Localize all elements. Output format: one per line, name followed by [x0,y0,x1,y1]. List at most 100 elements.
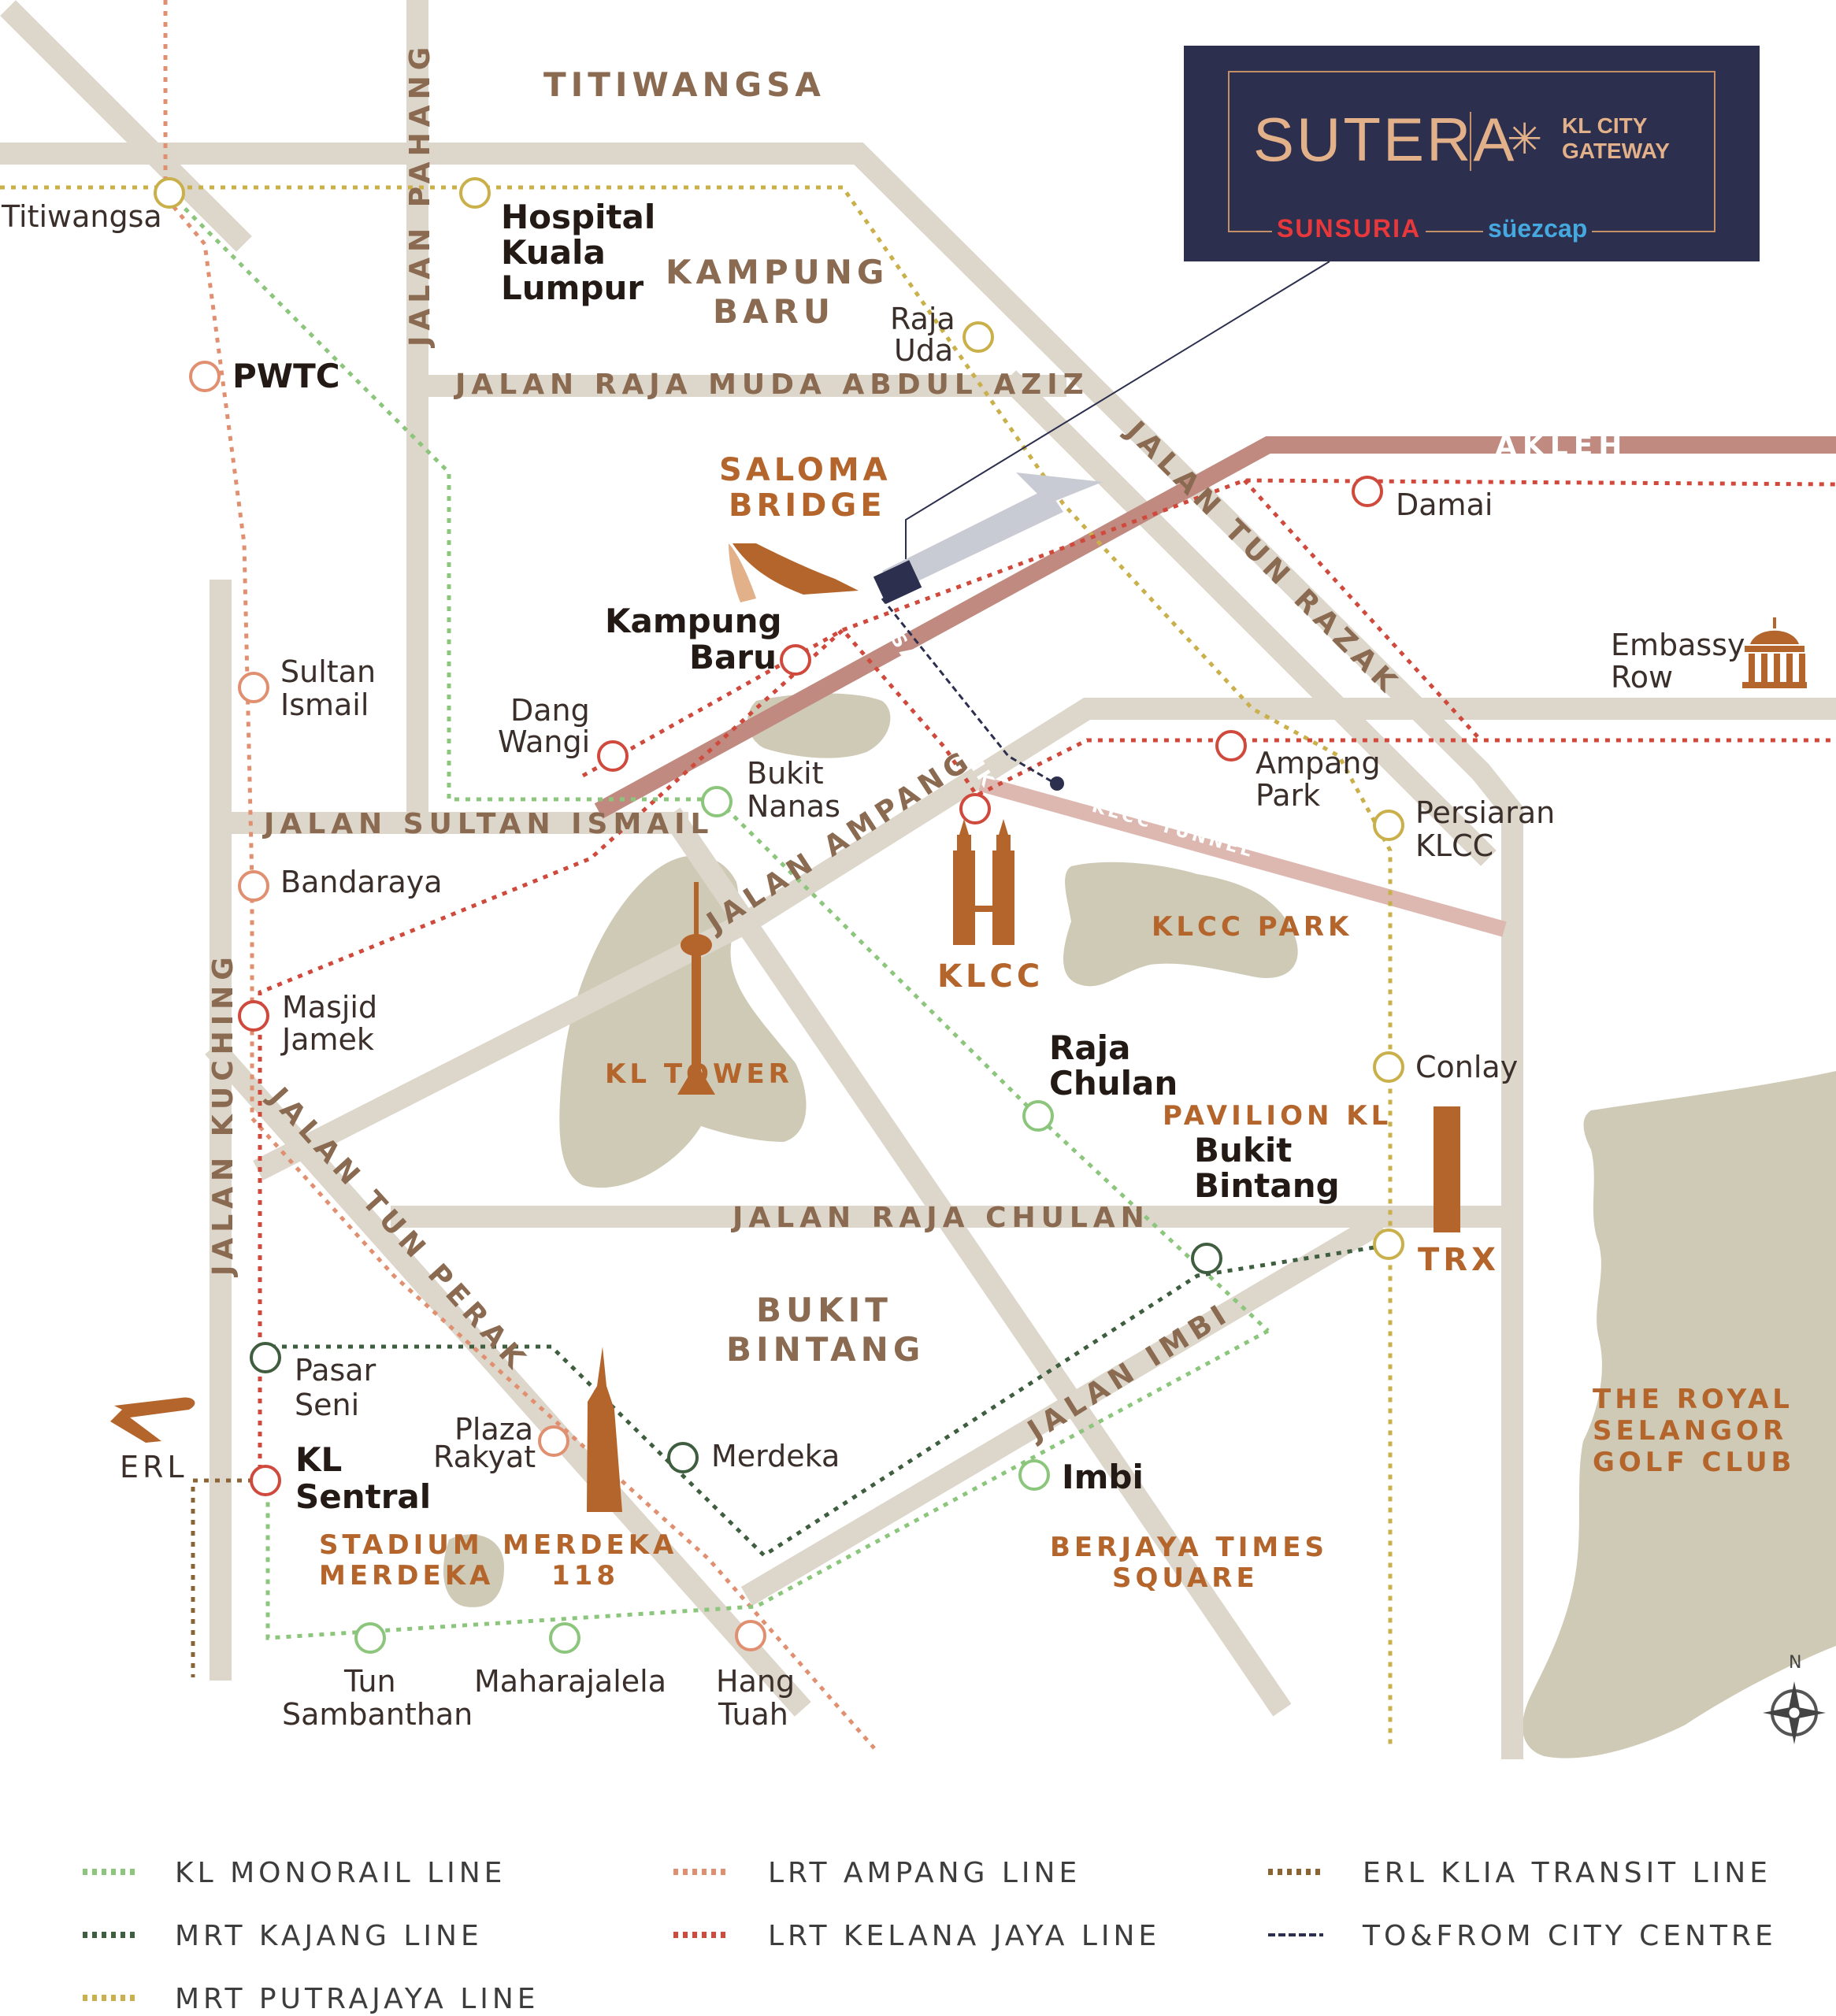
label-raja-chulan-1: Raja [1049,1028,1130,1067]
area-kampung-baru-2: BARU [713,292,835,331]
road-jalan-ampang [253,698,1836,1180]
road-akleh [594,436,1836,819]
line-lrt-kelana-jaya-3 [1243,479,1482,742]
road-klcc-tunnel [978,776,1507,937]
label-bandaraya: Bandaraya [280,865,443,899]
line-mrt-putrajaya [0,185,1393,1748]
label-sultan-ismail-2: Ismail [280,687,369,722]
landmark-kl-tower: KL TOWER [605,1058,793,1090]
label-dang-wangi-2: Wangi [498,724,590,759]
station-bukit-bintang-icon [1191,1243,1222,1274]
road-top-horizontal [0,143,1523,1759]
station-klcc-icon [959,793,991,825]
label-hang-tuah-2: Tuah [718,1697,788,1732]
road-jalan-imbi [740,1213,1386,1606]
road-tun-razak [1000,370,1497,866]
station-kl-sentral-icon [250,1465,281,1496]
area-kampung-baru-1: KAMPUNG [666,253,888,291]
legend-label-erl: ERL KLIA TRANSIT LINE [1363,1857,1771,1889]
station-conlay-icon [1373,1051,1404,1083]
label-merdeka: Merdeka [711,1439,840,1473]
landmark-merdeka118-1: MERDEKA [503,1529,677,1561]
rail-lines [0,0,1836,1750]
area-titiwangsa: TITIWANGSA [543,65,825,104]
legend-label-putrajaya: MRT PUTRAJAYA LINE [175,1983,540,2015]
label-dang-wangi-1: Dang [510,693,590,728]
road-label-raja-chulan: JALAN RAJA CHULAN [730,1202,1150,1234]
label-hospital-2: Kuala [501,233,606,272]
brand-subtitle-1: KL CITY [1562,113,1648,138]
label-plaza-rakyat-1: Plaza [454,1412,533,1447]
road-label-tun-perak: JALAN TUN PERAK [261,1080,534,1378]
label-sultan-ismail-1: Sultan [280,654,376,689]
station-kampung-baru-icon [780,644,811,676]
legend-label-city: TO&FROM CITY CENTRE [1362,1920,1777,1952]
line-lrt-kelana-jaya-2 [842,478,1836,632]
legend-label-monorail: KL MONORAIL LINE [175,1857,506,1889]
station-raja-uda-icon [963,321,994,353]
label-pasar-seni-2: Seni [295,1388,359,1422]
merdeka118-tower-icon [587,1347,622,1512]
road-label-jalan-pahang: JALAN PAHANG [404,42,436,349]
stadium-merdeka-park [443,1534,504,1607]
label-bukit-bintang-2: Bintang [1194,1166,1340,1205]
compass-icon [1763,1681,1826,1744]
label-plaza-rakyat-2: Rakyat [433,1440,536,1474]
label-hospital-1: Hospital [501,198,655,236]
area-bukit-bintang-2: BINTANG [726,1330,925,1369]
label-kampung-baru-2: Baru [689,638,777,676]
petronas-towers-icon [953,819,1014,945]
compass-north: N [1789,1653,1801,1673]
label-bukit-bintang-1: Bukit [1194,1131,1292,1169]
road-titiwangsa-diagonal [0,0,252,252]
label-hang-tuah-1: Hang [716,1664,795,1699]
landmark-royal-3: GOLF CLUB [1593,1447,1795,1478]
brand-divider [1470,112,1471,171]
landmark-stadium-2: MERDEKA [319,1560,494,1592]
station-titiwangsa-icon [154,177,185,209]
station-masjid-icon [238,1000,269,1032]
station-bukit-nanas-icon [701,786,733,817]
line-lrt-kelana-jaya [258,627,1836,1480]
station-raja-chulan-icon [1022,1100,1054,1132]
road-diagonal-center [662,807,1292,1717]
kl-tower-icon [677,882,715,1095]
landmark-merdeka118-2: 118 [551,1560,619,1592]
label-maharajalela: Maharajalela [474,1664,666,1699]
legend-label-kelana: LRT KELANA JAYA LINE [768,1920,1160,1952]
brand-subtitle: KL CITY GATEWAY [1562,113,1670,164]
embassy-building-icon [1742,617,1807,688]
label-embassy-1: Embassy [1611,628,1745,662]
label-imbi: Imbi [1062,1458,1144,1496]
station-imbi-icon [1018,1459,1050,1491]
label-raja-chulan-2: Chulan [1049,1064,1178,1102]
brand-title: SUTERA [1253,105,1517,174]
label-hospital-3: Lumpur [501,269,644,307]
golf-club [1523,1071,1836,1758]
sutera-bridge-building [873,472,1103,604]
trx-tower-icon [1434,1106,1460,1232]
station-sultan-ismail-icon [238,672,269,703]
landmark-berjaya-1: BERJAYA TIMES [1050,1532,1328,1563]
label-masjid-1: Masjid [282,990,377,1025]
station-maharajalela-icon [549,1622,580,1654]
landmark-saloma-2: BRIDGE [729,487,886,524]
landmark-klcc-park: KLCC PARK [1152,911,1352,943]
road-label-sultan-ismail: JALAN SULTAN ISMAIL [261,808,714,840]
city-centre-dot [1050,776,1064,791]
klcc-park [1063,862,1298,987]
line-kl-monorail-2 [265,1329,1270,1640]
label-bukit-nanas-1: Bukit [747,756,824,791]
brand-subtitle-2: GATEWAY [1562,139,1670,163]
label-damai: Damai [1396,487,1493,522]
landmark-stadium-1: STADIUM [319,1529,484,1561]
road-label-raja-muda: JALAN RAJA MUDA ABDUL AZIZ [453,369,1089,401]
label-kl-sentral-2: Sentral [295,1477,431,1516]
landmark-pavilion: PAVILION KL [1163,1100,1392,1132]
landmark-royal-1: THE ROYAL [1593,1384,1793,1415]
gateway-lattice-icon: ✳ [1507,114,1543,164]
label-persiaran-2: KLCC [1415,828,1493,863]
kl-tower-hill [559,855,807,1188]
label-bukit-nanas-2: Nanas [747,789,840,824]
